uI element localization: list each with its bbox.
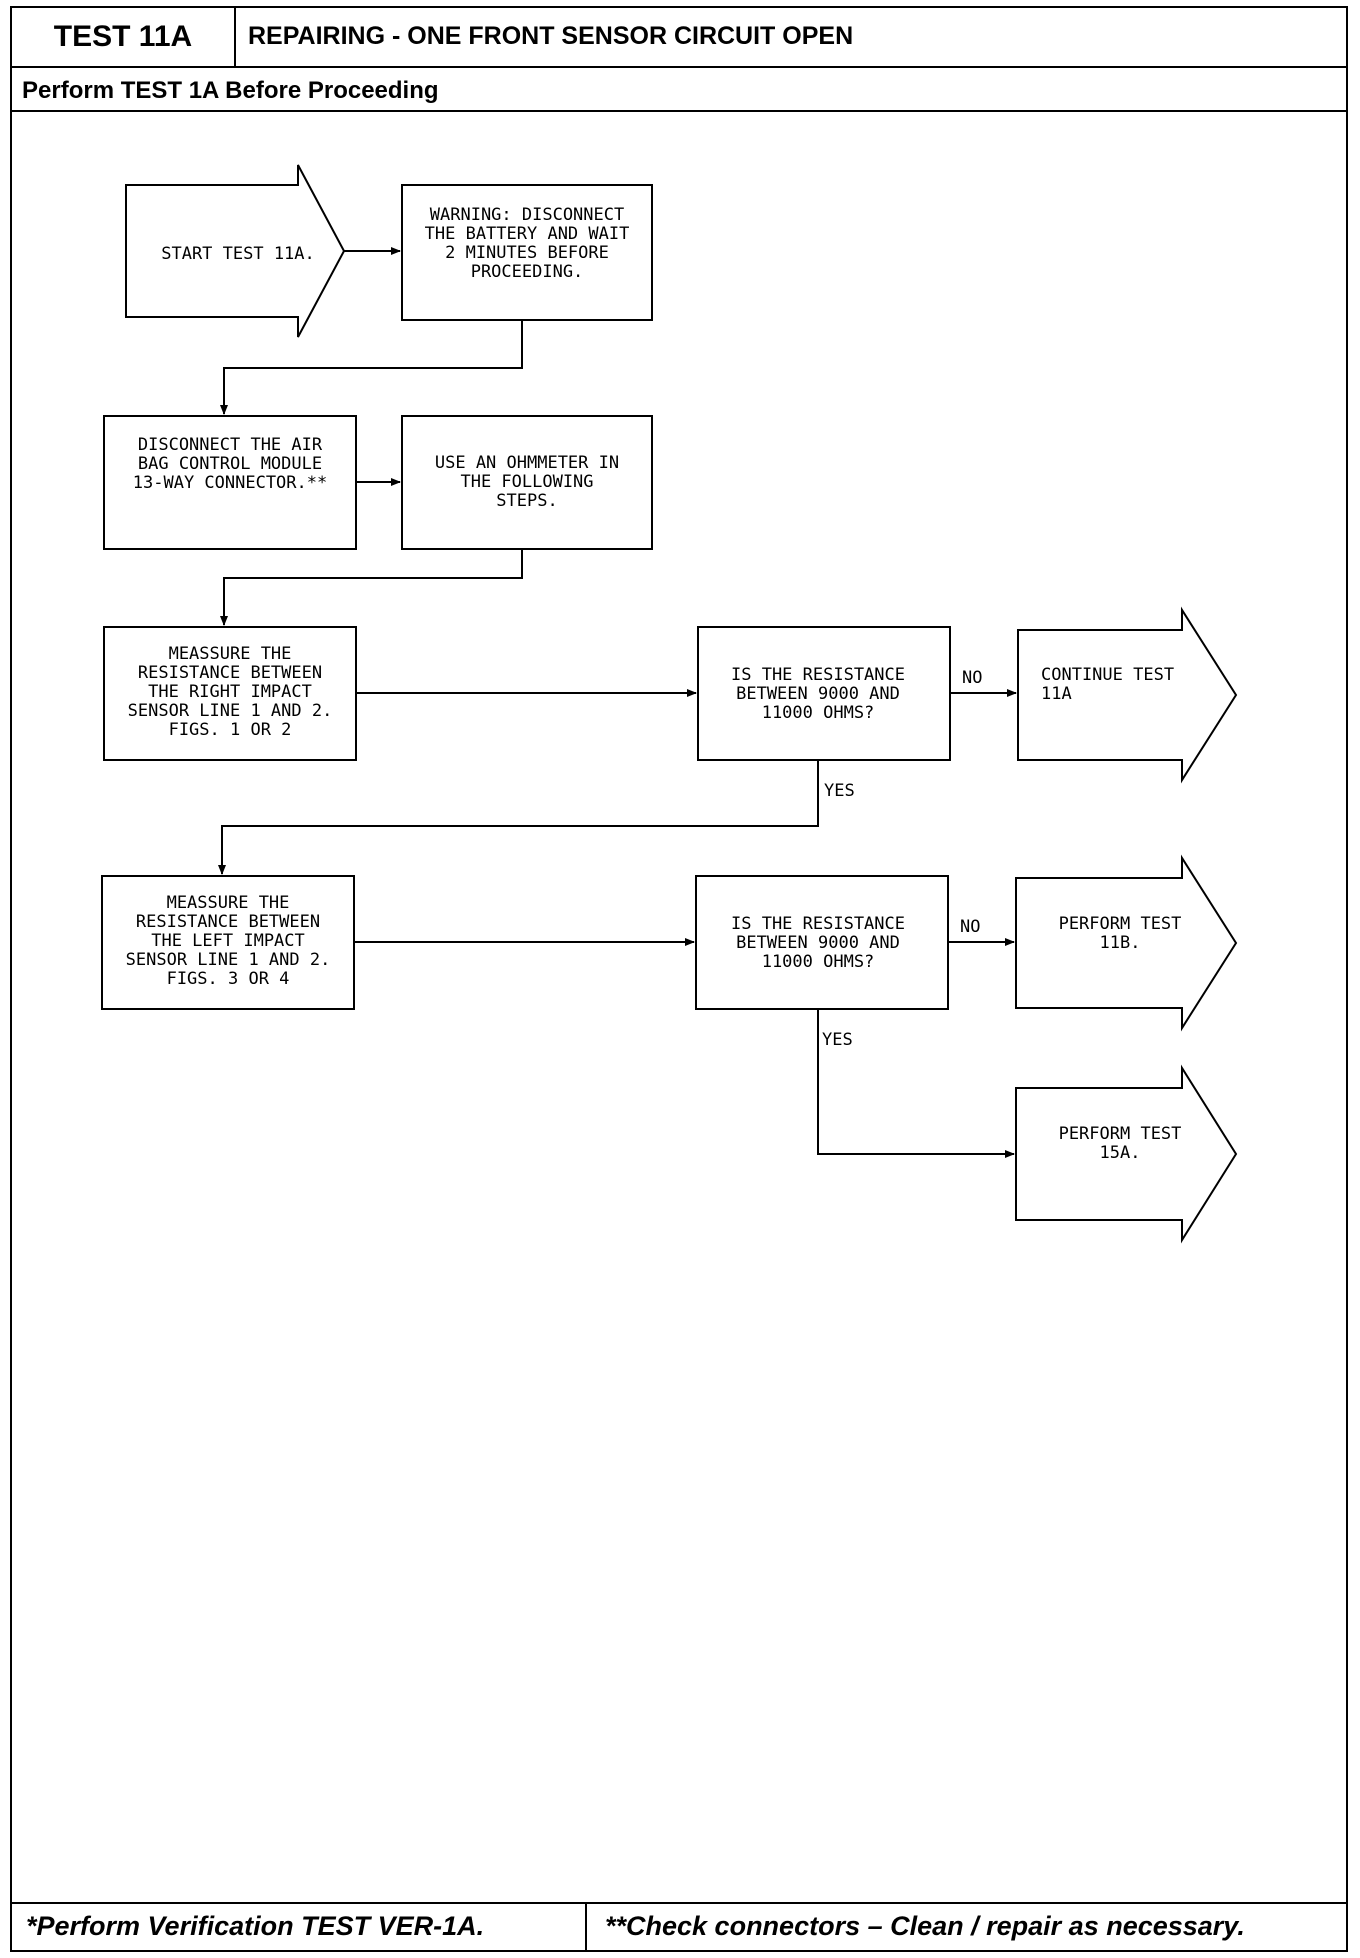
- flow-node-measure-right-text: SENSOR LINE 1 AND 2.: [128, 701, 333, 721]
- flow-edge-q-left-to-test-15a: [817, 1009, 1015, 1158]
- flow-node-q-left-text: BETWEEN 9000 AND: [736, 933, 900, 953]
- flow-node-start-text: START TEST 11A.: [161, 244, 315, 264]
- flow-node-disconnect-text: DISCONNECT THE AIR: [138, 435, 323, 455]
- footer: *Perform Verification TEST VER-1A. **Che…: [12, 1902, 1346, 1950]
- flow-node-warning-text: 2 MINUTES BEFORE: [445, 243, 609, 263]
- flow-node-continue-text: CONTINUE TEST: [1041, 665, 1174, 685]
- flow-node-ohmmeter-text: THE FOLLOWING: [460, 472, 593, 492]
- flow-node-start: [125, 164, 346, 338]
- flow-node-test-15a-text: 15A.: [1100, 1143, 1141, 1163]
- flow-node-measure-left-text: SENSOR LINE 1 AND 2.: [126, 950, 331, 970]
- flow-node-measure-right-text: FIGS. 1 OR 2: [169, 720, 292, 740]
- test-id: TEST 11A: [12, 8, 236, 68]
- flow-node-q-right: [697, 626, 951, 761]
- flow-node-measure-right: [103, 626, 357, 761]
- flow-node-measure-left: [101, 875, 355, 1010]
- test-title: REPAIRING - ONE FRONT SENSOR CIRCUIT OPE…: [236, 8, 1346, 68]
- flow-node-test-11b-text: PERFORM TEST: [1059, 914, 1182, 934]
- flow-node-warning-text: PROCEEDING.: [471, 262, 584, 282]
- flow-node-warning: [401, 184, 653, 321]
- prerequisite-note: Perform TEST 1A Before Proceeding: [12, 68, 1346, 112]
- flow-edge-label-yes: YES: [822, 1030, 853, 1050]
- flow-node-test-11b: [1015, 854, 1238, 1032]
- flow-node-q-right-text: BETWEEN 9000 AND: [736, 684, 900, 704]
- footer-verification-note: *Perform Verification TEST VER-1A.: [12, 1904, 587, 1950]
- flow-node-disconnect-text: 13-WAY CONNECTOR.**: [133, 473, 327, 493]
- flow-node-q-right-text: IS THE RESISTANCE: [731, 665, 905, 685]
- flow-node-measure-left-text: FIGS. 3 OR 4: [167, 969, 290, 989]
- flow-node-measure-right-text: MEASSURE THE: [169, 644, 292, 664]
- flow-node-measure-right-text: RESISTANCE BETWEEN: [138, 663, 322, 683]
- flow-node-q-left-text: IS THE RESISTANCE: [731, 914, 905, 934]
- page-frame: TEST 11A REPAIRING - ONE FRONT SENSOR CI…: [10, 6, 1348, 1952]
- footer-connector-note: **Check connectors – Clean / repair as n…: [605, 1911, 1245, 1941]
- flow-node-q-right-text: 11000 OHMS?: [762, 703, 875, 723]
- flow-node-test-15a: [1015, 1064, 1238, 1244]
- flow-node-measure-left-text: RESISTANCE BETWEEN: [136, 912, 320, 932]
- flow-edge-ohmmeter-to-measure-right: [220, 549, 523, 626]
- flow-node-measure-left-text: THE LEFT IMPACT: [151, 931, 305, 951]
- flow-edge-warning-to-disconnect: [220, 320, 523, 415]
- flow-node-warning-text: THE BATTERY AND WAIT: [425, 224, 630, 244]
- flow-node-disconnect-text: BAG CONTROL MODULE: [138, 454, 322, 474]
- flow-edge-label-yes: YES: [824, 781, 855, 801]
- flow-edge-q-right-to-measure-left: [218, 760, 819, 875]
- flow-node-measure-right-text: THE RIGHT IMPACT: [148, 682, 312, 702]
- flow-node-warning-text: WARNING: DISCONNECT: [430, 205, 624, 225]
- flow-node-ohmmeter-text: STEPS.: [496, 491, 557, 511]
- flow-node-measure-left-text: MEASSURE THE: [167, 893, 290, 913]
- flow-node-test-15a-text: PERFORM TEST: [1059, 1124, 1182, 1144]
- flow-node-q-left: [695, 875, 949, 1010]
- flow-node-ohmmeter-text: USE AN OHMMETER IN: [435, 453, 619, 473]
- flow-edge-label-no: NO: [962, 668, 982, 688]
- flow-node-q-left-text: 11000 OHMS?: [762, 952, 875, 972]
- flow-node-ohmmeter: [401, 415, 653, 550]
- flow-node-disconnect: [103, 415, 357, 550]
- flow-node-continue-text: 11A: [1041, 684, 1072, 704]
- flow-edge-label-no: NO: [960, 917, 980, 937]
- flow-node-test-11b-text: 11B.: [1100, 933, 1141, 953]
- flow-node-continue: [1017, 606, 1238, 784]
